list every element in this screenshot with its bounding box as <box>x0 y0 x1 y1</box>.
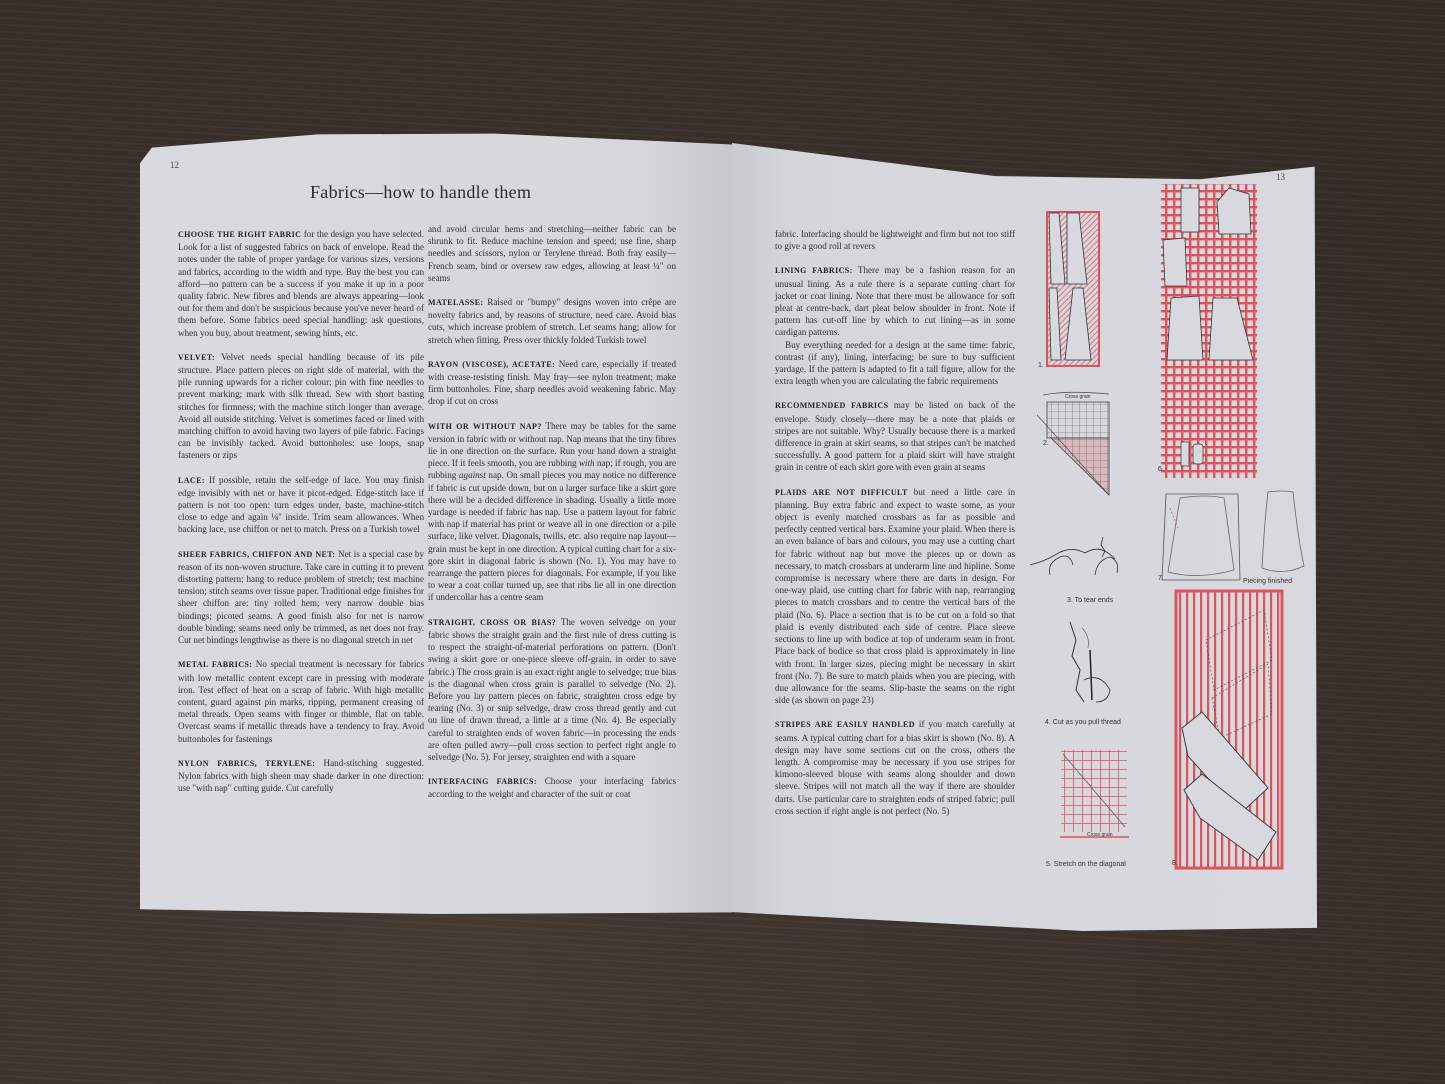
paragraph-heading: VELVET: <box>178 352 216 362</box>
figure-2-label-cross-grain: Cross grain <box>1065 394 1091 400</box>
paragraph: INTERFACING FABRICS: Choose your interfa… <box>428 775 676 800</box>
paragraph: MATELASSE: Raised or "bumpy" designs wov… <box>428 296 676 346</box>
figure-8-number: 8. <box>1172 860 1178 867</box>
paragraph-heading: INTERFACING FABRICS: <box>428 777 537 787</box>
paragraph-heading: SHEER FABRICS, CHIFFON AND NET: <box>178 549 336 559</box>
left-column-1: CHOOSE THE RIGHT FABRIC for the design y… <box>178 228 424 806</box>
paragraph-heading: STRIPES ARE EASILY HANDLED <box>775 720 915 730</box>
figure-6-plaid-cutting-chart <box>1161 184 1257 478</box>
paragraph: PLAIDS ARE NOT DIFFICULT but need a litt… <box>775 486 1015 707</box>
paragraph-heading: LINING FABRICS: <box>775 266 853 276</box>
figure-3-caption: 3. To tear ends <box>1067 597 1114 604</box>
paragraph: METAL FABRICS: No special treatment is n… <box>178 658 424 744</box>
paragraph: Buy everything needed for a design at th… <box>775 339 1015 388</box>
paragraph-heading: WITH OR WITHOUT NAP? <box>428 421 542 431</box>
paragraph: STRIPES ARE EASILY HANDLED if you match … <box>775 718 1015 817</box>
paragraph-text: Choose your interfacing fabrics accordin… <box>428 776 677 800</box>
paragraph: SHEER FABRICS, CHIFFON AND NET: Net is a… <box>178 548 424 647</box>
paragraph-heading: PLAIDS ARE NOT DIFFICULT <box>775 487 908 497</box>
paragraph-text: may be listed on back of the envelope. S… <box>775 400 1015 473</box>
figure-1-six-gore-cutting-chart <box>1046 211 1100 367</box>
paragraph: LACE: If possible, retain the self-edge … <box>178 474 424 536</box>
paragraph-heading: RECOMMENDED FABRICS <box>775 401 889 411</box>
figure-3-tearing-illustration <box>1029 536 1119 576</box>
figure-8-stripes-cutting-chart <box>1174 589 1284 870</box>
figure-7-piecing-diagram <box>1161 490 1305 581</box>
figure-2-grain-diagram <box>1037 391 1110 496</box>
figure-7-caption: Piecing finished <box>1243 578 1293 585</box>
figure-5-caption: 5. Stretch on the diagonal <box>1046 861 1126 868</box>
paragraph-text: with <box>578 458 595 469</box>
left-column-2: and avoid circular hems and stretching—n… <box>428 223 676 813</box>
page-number-left: 12 <box>170 160 179 170</box>
paragraph-text: If possible, retain the self-edge of lac… <box>178 474 424 535</box>
paragraph-text: and avoid circular hems and stretching—n… <box>428 224 676 283</box>
paragraph-text: There may be a fashion reason for an unu… <box>775 265 1015 338</box>
paragraph: RAYON (VISCOSE), ACETATE: Need care, esp… <box>428 358 676 408</box>
paragraph-heading: METAL FABRICS: <box>178 660 253 670</box>
paragraph: VELVET: Velvet needs special handling be… <box>178 351 424 462</box>
paragraph: RECOMMENDED FABRICS may be listed on bac… <box>775 399 1015 473</box>
paragraph: fabric. Interfacing should be lightweigh… <box>775 228 1015 252</box>
paragraph-text: against <box>458 470 486 481</box>
figure-2-number: 2. <box>1043 440 1049 447</box>
page-title: Fabrics—how to handle them <box>310 182 532 202</box>
paragraph-text: if you match carefully at seams. A typic… <box>775 719 1015 816</box>
paragraph-heading: MATELASSE: <box>428 298 484 308</box>
paragraph: CHOOSE THE RIGHT FABRIC for the design y… <box>178 228 424 339</box>
paragraph-text: Hand-stitching suggested. Nylon fabrics … <box>178 757 424 794</box>
figure-6-number: 6. <box>1158 466 1164 473</box>
paragraph-text: Raised or "bumpy" designs woven into crê… <box>428 297 676 345</box>
page-number-right: 13 <box>1276 172 1285 182</box>
paragraph-heading: NYLON FABRICS, TERYLENE: <box>178 758 316 768</box>
right-column: fabric. Interfacing should be lightweigh… <box>775 228 1015 829</box>
paragraph-text: nap; if rough, you are rubbing <box>428 458 676 481</box>
paragraph-heading: RAYON (VISCOSE), ACETATE: <box>428 359 556 369</box>
paragraph-text: Need care, especially if treated with cr… <box>428 358 676 407</box>
paragraph-text: Velvet needs special handling because of… <box>178 351 424 461</box>
paragraph-text: Net is a special case by reason of its n… <box>178 548 424 646</box>
figure-5-stretch-diagram <box>1060 750 1129 838</box>
paragraph: and avoid circular hems and stretching—n… <box>428 223 676 284</box>
paragraph-text: No special treatment is necessary for fa… <box>178 659 424 744</box>
paragraph: NYLON FABRICS, TERYLENE: Hand-stitching … <box>178 757 424 795</box>
figure-4-caption: 4. Cut as you pull thread <box>1045 719 1121 726</box>
paragraph-heading: LACE: <box>178 475 205 485</box>
paragraph-text: but need a little care in planning. Buy … <box>775 486 1016 706</box>
figure-7-number: 7. <box>1158 575 1164 582</box>
paragraph-text: fabric. Interfacing should be lightweigh… <box>775 229 1015 252</box>
paragraph-text: Buy everything needed for a design at th… <box>775 339 1015 387</box>
paragraph-text: The woven selvedge on your fabric shows … <box>428 616 676 762</box>
left-page <box>140 133 732 914</box>
figure-1-number: 1. <box>1038 362 1044 369</box>
paragraph-text: nap. On small pieces you may notice no d… <box>428 470 676 603</box>
figure-5-label-cross-grain: Cross grain <box>1087 832 1113 838</box>
paragraph-heading: STRAIGHT, CROSS OR BIAS? <box>428 617 557 627</box>
paragraph: WITH OR WITHOUT NAP? There may be tables… <box>428 420 676 604</box>
paragraph-text: for the design you have selected. Look f… <box>178 229 424 338</box>
figure-4-cut-thread-illustration <box>1069 621 1111 703</box>
paragraph: LINING FABRICS: There may be a fashion r… <box>775 264 1015 338</box>
paragraph-heading: CHOOSE THE RIGHT FABRIC <box>178 230 302 239</box>
paragraph: STRAIGHT, CROSS OR BIAS? The woven selve… <box>428 616 676 763</box>
paragraph-text: There may be tables for the same version… <box>428 420 676 469</box>
